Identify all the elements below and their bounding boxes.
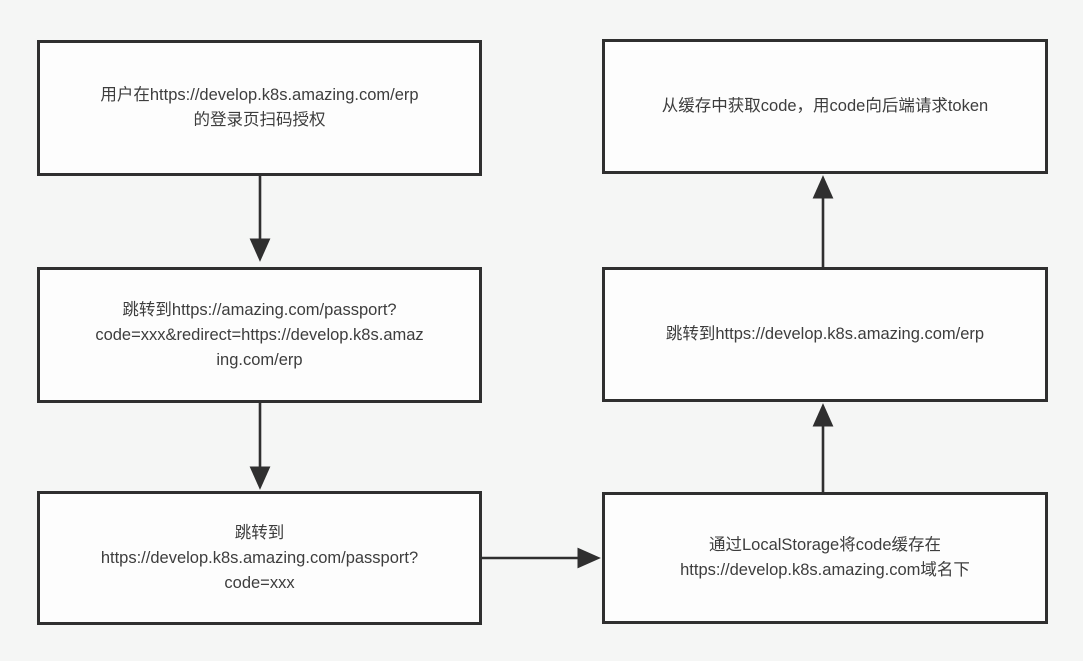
node-user-scan-auth: 用户在https://develop.k8s.amazing.com/erp 的… <box>37 40 482 176</box>
node-get-code-request-token-label: 从缓存中获取code，用code向后端请求token <box>661 97 989 115</box>
node-localstorage-cache-label: 通过LocalStorage将code缓存在 https://develop.k… <box>680 536 970 579</box>
node-redirect-passport-label: 跳转到https://amazing.com/passport? code=xx… <box>95 300 424 369</box>
node-user-scan-auth-label: 用户在https://develop.k8s.amazing.com/erp 的… <box>100 86 419 129</box>
node-redirect-dev-passport: 跳转到 https://develop.k8s.amazing.com/pass… <box>37 491 482 625</box>
node-redirect-erp-label: 跳转到https://develop.k8s.amazing.com/erp <box>665 325 985 343</box>
node-localstorage-cache: 通过LocalStorage将code缓存在 https://develop.k… <box>602 492 1048 624</box>
node-get-code-request-token: 从缓存中获取code，用code向后端请求token <box>602 39 1048 174</box>
node-redirect-passport: 跳转到https://amazing.com/passport? code=xx… <box>37 267 482 403</box>
node-redirect-erp: 跳转到https://develop.k8s.amazing.com/erp <box>602 267 1048 402</box>
node-redirect-dev-passport-label: 跳转到 https://develop.k8s.amazing.com/pass… <box>100 523 419 592</box>
